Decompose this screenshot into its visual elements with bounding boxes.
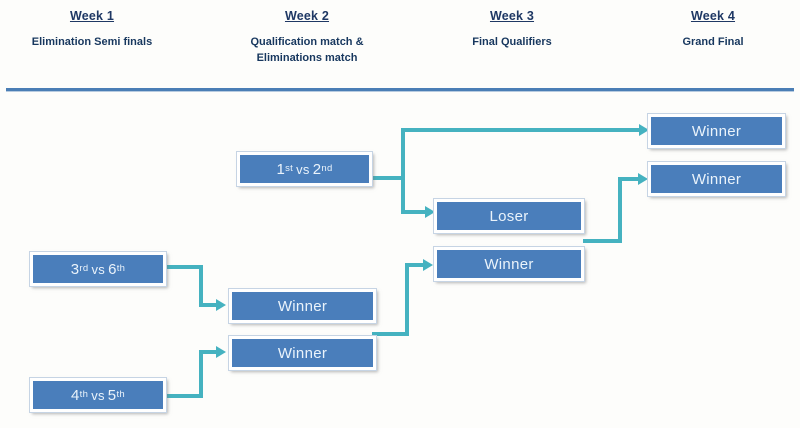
- connector-w2-bottom-out: [372, 332, 409, 336]
- week-column-4: Week 4 Grand Final: [613, 8, 800, 50]
- connector-1v2-to-loser: [401, 210, 427, 214]
- connector-3v6-out: [166, 265, 203, 269]
- node-label-ordinal-a: 3: [70, 260, 80, 278]
- connector-w2-bottom-in: [405, 263, 425, 267]
- week-4-title: Week 4: [690, 9, 736, 23]
- node-label: Winner: [277, 344, 328, 362]
- connector-1v2-dropper: [401, 176, 405, 214]
- week-1-title: Week 1: [69, 9, 115, 23]
- week-2-subtitle: Qualification match & Eliminations match: [250, 36, 364, 64]
- arrow-to-w4-winner-top: [639, 124, 649, 136]
- connector-w3-rise: [618, 177, 622, 243]
- node-week4-winner-top[interactable]: Winner: [647, 113, 786, 149]
- connector-1v2-riser: [401, 128, 405, 180]
- arrow-to-w2-winner-bottom: [216, 346, 226, 358]
- connector-4v5-in: [199, 350, 219, 354]
- connector-w2-bottom-rise: [405, 263, 409, 336]
- node-label-ordinal-b: 5: [107, 386, 117, 404]
- node-week2-winner-bottom[interactable]: Winner: [228, 335, 377, 371]
- week-column-2: Week 2 Qualification match & Elimination…: [207, 8, 407, 66]
- arrow-to-w4-winner-bottom: [638, 173, 648, 185]
- connector-1v2-stub: [372, 176, 405, 180]
- header-divider-rule: [6, 88, 794, 92]
- week-3-subtitle: Final Qualifiers: [472, 36, 552, 48]
- node-label-ordinal-a: 4: [71, 386, 80, 404]
- week-column-3: Week 3 Final Qualifiers: [412, 8, 612, 50]
- node-label: Winner: [277, 297, 328, 315]
- connector-1v2-to-w4-top: [401, 128, 641, 132]
- node-label: Winner: [691, 122, 742, 140]
- node-label: Winner: [691, 170, 742, 188]
- node-week3-winner[interactable]: Winner: [433, 246, 585, 282]
- connector-4v5-out: [166, 394, 203, 398]
- node-label-ordinal-a: 1: [276, 160, 286, 178]
- week-4-subtitle: Grand Final: [682, 36, 744, 48]
- connector-3v6-in: [199, 303, 219, 307]
- node-label-vs: vs: [296, 161, 310, 177]
- node-label-vs: vs: [91, 387, 105, 403]
- week-column-1: Week 1 Elimination Semi finals: [0, 8, 192, 50]
- connector-3v6-drop: [199, 265, 203, 305]
- node-label-ordinal-b: 6: [108, 260, 117, 278]
- week-2-title: Week 2: [284, 9, 330, 23]
- arrow-to-w3-winner: [423, 259, 433, 271]
- week-3-title: Week 3: [489, 9, 535, 23]
- node-week3-loser[interactable]: Loser: [433, 198, 585, 234]
- node-label-ordinal-b: 2: [312, 160, 322, 178]
- arrow-to-w2-winner-top: [216, 299, 226, 311]
- week-1-subtitle: Elimination Semi finals: [31, 36, 153, 48]
- arrow-to-w3-loser: [425, 206, 435, 218]
- node-label: Loser: [489, 207, 529, 225]
- node-label: Winner: [484, 255, 534, 273]
- connector-w3-in: [618, 177, 640, 181]
- connector-4v5-rise: [199, 350, 203, 398]
- node-week4-winner-bottom[interactable]: Winner: [647, 161, 786, 197]
- node-week2-winner-top[interactable]: Winner: [228, 288, 377, 324]
- node-label-vs: vs: [91, 261, 106, 277]
- connector-w3-out: [583, 239, 622, 243]
